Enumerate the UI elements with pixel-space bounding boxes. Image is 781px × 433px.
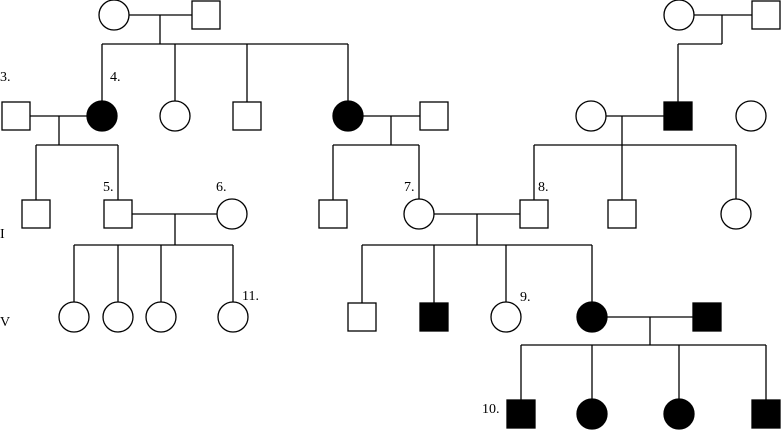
affected-female-symbol <box>86 100 118 132</box>
affected-male-symbol <box>506 399 536 429</box>
label-7: 7. <box>404 180 415 195</box>
generation-label-iv: V <box>0 315 10 330</box>
label-9: 9. <box>520 290 531 305</box>
affected-female-symbol <box>332 100 364 132</box>
affected-female-symbol <box>663 398 695 430</box>
unaffected-male-symbol <box>347 302 377 332</box>
label-8: 8. <box>538 180 549 195</box>
unaffected-female-symbol <box>98 0 130 31</box>
unaffected-female-symbol <box>216 198 248 230</box>
unaffected-male-symbol <box>232 101 262 131</box>
label-4: 4. <box>110 70 121 85</box>
unaffected-female-symbol <box>663 0 695 31</box>
label-3: 3. <box>0 70 11 85</box>
individual-labels: 3. 4. 5. 6. 7. 8. 9. 10. 11. <box>0 70 549 417</box>
unaffected-female-symbol <box>735 100 767 132</box>
affected-female-symbol <box>576 301 608 333</box>
unaffected-male-symbol <box>191 0 221 30</box>
label-10: 10. <box>482 402 500 417</box>
affected-female-symbol <box>576 398 608 430</box>
label-11: 11. <box>242 289 259 304</box>
unaffected-male-symbol <box>103 199 133 229</box>
unaffected-male-symbol <box>419 101 449 131</box>
affected-male-symbol <box>751 399 781 429</box>
affected-male-symbol <box>663 101 693 131</box>
unaffected-female-symbol <box>575 100 607 132</box>
label-6: 6. <box>216 180 227 195</box>
unaffected-female-symbol <box>58 301 90 333</box>
unaffected-female-symbol <box>159 100 191 132</box>
unaffected-female-symbol <box>102 301 134 333</box>
unaffected-male-symbol <box>318 199 348 229</box>
generation-labels: I V <box>0 227 10 330</box>
affected-male-symbol <box>692 302 722 332</box>
unaffected-male-symbol <box>751 0 781 30</box>
unaffected-female-symbol <box>720 198 752 230</box>
unaffected-male-symbol <box>1 101 31 131</box>
generation-label-iii: I <box>0 227 5 242</box>
label-5: 5. <box>103 180 114 195</box>
unaffected-male-symbol <box>519 199 549 229</box>
unaffected-female-symbol <box>403 198 435 230</box>
unaffected-male-symbol <box>607 199 637 229</box>
affected-male-symbol <box>419 302 449 332</box>
unaffected-female-symbol <box>145 301 177 333</box>
pedigree-lines <box>30 14 767 400</box>
unaffected-female-symbol <box>490 301 522 333</box>
unaffected-female-symbol <box>217 301 249 333</box>
unaffected-male-symbol <box>21 199 51 229</box>
